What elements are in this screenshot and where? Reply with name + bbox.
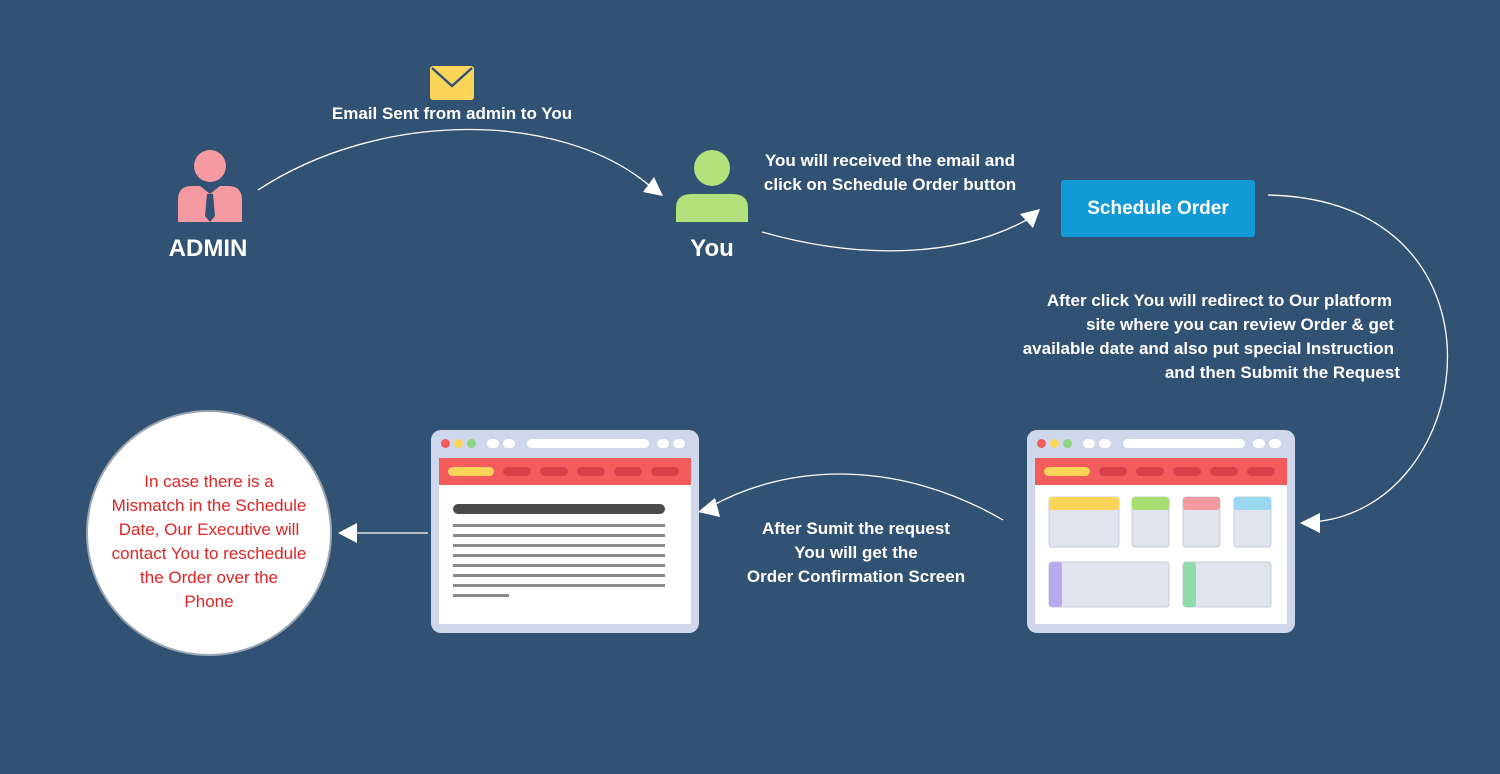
confirmation-text-lines bbox=[453, 504, 665, 597]
admin-label: ADMIN bbox=[168, 235, 248, 262]
address-bar bbox=[1123, 439, 1245, 448]
receive-email-step: You will received the email and click on… bbox=[740, 149, 1040, 197]
you-label: You bbox=[690, 235, 734, 262]
receive-email-line: You will received the email and bbox=[764, 151, 1016, 170]
mismatch-line: Mismatch in the Schedule bbox=[111, 496, 307, 515]
confirmation-window bbox=[431, 430, 699, 633]
nav-item bbox=[1210, 467, 1238, 476]
mismatch-line: the Order over the bbox=[140, 568, 278, 587]
window-tab bbox=[487, 439, 499, 448]
platform-nav-bar bbox=[1035, 458, 1287, 485]
mismatch-note-circle: In case there is a Mismatch in the Sched… bbox=[86, 410, 332, 656]
platform-cards bbox=[1048, 496, 1272, 608]
address-bar bbox=[527, 439, 649, 448]
arrow-button-to-platform bbox=[1267, 194, 1449, 523]
receive-email-line: click on Schedule Order button bbox=[763, 175, 1017, 194]
window-tab bbox=[1083, 439, 1095, 448]
confirmation-nav-bar bbox=[439, 458, 691, 485]
schedule-order-button[interactable]: Schedule Order bbox=[1061, 180, 1255, 237]
mismatch-line: contact You to reschedule bbox=[111, 544, 307, 563]
nav-logo bbox=[1044, 467, 1090, 476]
window-close-dot bbox=[441, 439, 450, 448]
mismatch-note-text: In case there is a Mismatch in the Sched… bbox=[88, 470, 330, 614]
redirect-line: After click You will redirect to Our pla… bbox=[1046, 291, 1392, 310]
arrowhead-you bbox=[643, 177, 663, 196]
arrowhead-platform bbox=[1300, 513, 1320, 533]
nav-item bbox=[1247, 467, 1275, 476]
nav-logo bbox=[448, 467, 494, 476]
platform-window bbox=[1027, 430, 1295, 633]
envelope-icon bbox=[430, 66, 474, 100]
window-minimize-dot bbox=[1050, 439, 1059, 448]
nav-item bbox=[577, 467, 605, 476]
window-minimize-dot bbox=[454, 439, 463, 448]
arrow-platform-to-confirmation bbox=[709, 473, 1004, 521]
confirmation-line: You will get the bbox=[794, 543, 918, 562]
arrowhead-confirmation bbox=[698, 498, 720, 517]
mismatch-line: In case there is a bbox=[144, 472, 274, 491]
redirect-line: site where you can review Order & get bbox=[1085, 315, 1394, 334]
window-tab bbox=[657, 439, 669, 448]
mismatch-line: Date, Our Executive will bbox=[118, 520, 300, 539]
arrowhead-note bbox=[338, 523, 357, 543]
nav-item bbox=[1099, 467, 1127, 476]
confirmation-line: Order Confirmation Screen bbox=[746, 567, 966, 586]
nav-item bbox=[614, 467, 642, 476]
nav-item bbox=[503, 467, 531, 476]
nav-item bbox=[651, 467, 679, 476]
window-close-dot bbox=[1037, 439, 1046, 448]
nav-item bbox=[540, 467, 568, 476]
window-maximize-dot bbox=[1063, 439, 1072, 448]
arrow-admin-to-you bbox=[257, 128, 651, 191]
window-tab bbox=[1253, 439, 1265, 448]
confirmation-step: After Sumit the request You will get the… bbox=[715, 517, 997, 589]
window-tab bbox=[1099, 439, 1111, 448]
window-tab bbox=[673, 439, 685, 448]
redirect-line: and then Submit the Request bbox=[1164, 363, 1400, 382]
window-tab bbox=[503, 439, 515, 448]
mismatch-line: Phone bbox=[184, 592, 234, 611]
nav-item bbox=[1136, 467, 1164, 476]
platform-window-body bbox=[1035, 458, 1287, 624]
window-maximize-dot bbox=[467, 439, 476, 448]
arrowhead-button bbox=[1020, 209, 1040, 228]
admin-person-icon bbox=[178, 150, 242, 222]
redirect-line: available date and also put special Inst… bbox=[1022, 339, 1394, 358]
you-person-icon bbox=[676, 150, 748, 222]
nav-item bbox=[1173, 467, 1201, 476]
window-tab bbox=[1269, 439, 1281, 448]
confirmation-line: After Sumit the request bbox=[762, 519, 950, 538]
confirmation-window-body bbox=[439, 458, 691, 624]
arrow-you-to-button bbox=[761, 217, 1031, 252]
redirect-step: After click You will redirect to Our pla… bbox=[990, 289, 1400, 385]
email-caption: Email Sent from admin to You bbox=[331, 104, 573, 123]
